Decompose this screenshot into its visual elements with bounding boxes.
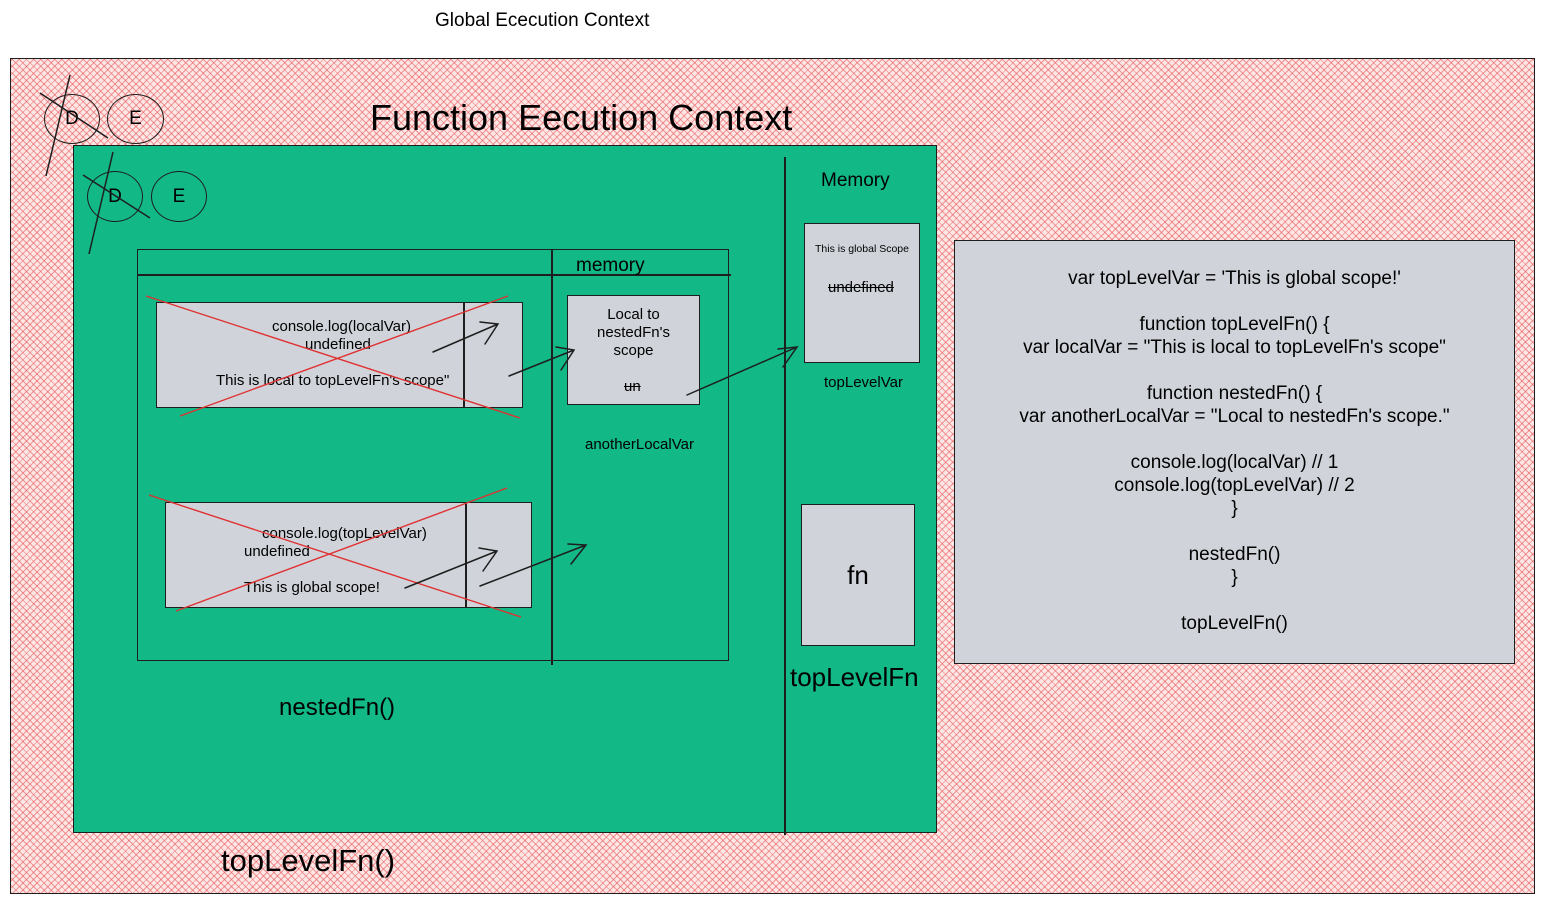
top-level-var-value: This is global Scope (815, 243, 909, 255)
another-local-var-name: anotherLocalVar (585, 436, 694, 453)
top-level-fn-call-label: topLevelFn() (221, 843, 396, 878)
top-level-fn-name: topLevelFn (790, 662, 919, 692)
statement-2-code: console.log(topLevelVar) (262, 525, 427, 542)
function-memory-divider (784, 157, 786, 835)
function-memory-label: Memory (821, 170, 890, 191)
code-panel-text: var topLevelVar = 'This is global scope!… (954, 267, 1515, 635)
code-line: console.log(topLevelVar) // 2 (1114, 475, 1355, 496)
code-line: function topLevelFn() { (1139, 314, 1330, 335)
code-line: var anotherLocalVar = "Local to nestedFn… (1019, 406, 1450, 427)
code-line: function nestedFn() { (1146, 383, 1323, 404)
global-context-title: Global Ececution Context (435, 10, 650, 31)
statement-2-initial: undefined (244, 543, 310, 560)
statement-2-resolved: This is global scope! (244, 579, 380, 596)
nested-fn-call-label: nestedFn() (279, 694, 396, 721)
top-level-var-box (804, 223, 920, 363)
statement-1-code: console.log(localVar) (272, 318, 411, 335)
top-level-var-name: topLevelVar (824, 374, 903, 391)
function-d-label: D (108, 186, 122, 207)
top-level-fn-box: fn (801, 504, 915, 646)
another-local-var-value: Local to nestedFn's scope (597, 306, 670, 359)
global-d-circle: D (44, 94, 100, 144)
code-line: } (1231, 567, 1238, 588)
statement-1-initial: undefined (305, 336, 371, 353)
code-line: console.log(localVar) // 1 (1130, 452, 1339, 473)
statement-1-strike-b (179, 295, 509, 417)
top-level-var-initial: undefined (828, 279, 894, 296)
nested-memory-divider (551, 250, 553, 665)
statement-1-strike-a (145, 295, 521, 419)
another-local-var-box: Local to nestedFn's scope (567, 295, 700, 405)
fn-box-label: fn (847, 560, 869, 590)
arrow-statement-1 (432, 321, 500, 353)
function-e-circle: E (151, 171, 207, 222)
code-line: nestedFn() (1188, 544, 1281, 565)
global-d-label: D (65, 108, 79, 129)
nested-memory-label: memory (576, 255, 645, 276)
arrow-to-nested-memory (508, 346, 576, 377)
statement-1-divider (463, 303, 465, 407)
statement-2-strike-a (148, 494, 522, 618)
another-local-var-initial: un (624, 378, 641, 395)
code-line: } (1231, 498, 1238, 519)
arrow-out-of-nested (479, 543, 588, 587)
function-d-circle: D (87, 171, 143, 222)
code-line: var topLevelVar = 'This is global scope!… (1068, 268, 1401, 289)
nested-execution-context (137, 249, 729, 661)
statement-2-divider (465, 503, 467, 607)
global-e-label: E (129, 108, 142, 129)
code-line: topLevelFn() (1181, 613, 1288, 634)
code-line: var localVar = "This is local to topLeve… (1023, 337, 1446, 358)
arrow-statement-2 (404, 547, 499, 589)
global-d-strike-diagonal (39, 92, 109, 139)
global-d-strike-vertical (45, 74, 71, 177)
statement-2-strike-b (175, 487, 508, 612)
arrow-to-top-level-var (686, 346, 799, 396)
function-d-strike-vertical (88, 151, 114, 255)
code-panel (954, 240, 1515, 664)
function-e-label: E (172, 186, 186, 207)
function-d-strike-diagonal (82, 174, 151, 219)
function-context-title: Function Eecution Context (370, 97, 793, 138)
nested-header-line (137, 274, 731, 276)
global-e-circle: E (107, 94, 164, 144)
